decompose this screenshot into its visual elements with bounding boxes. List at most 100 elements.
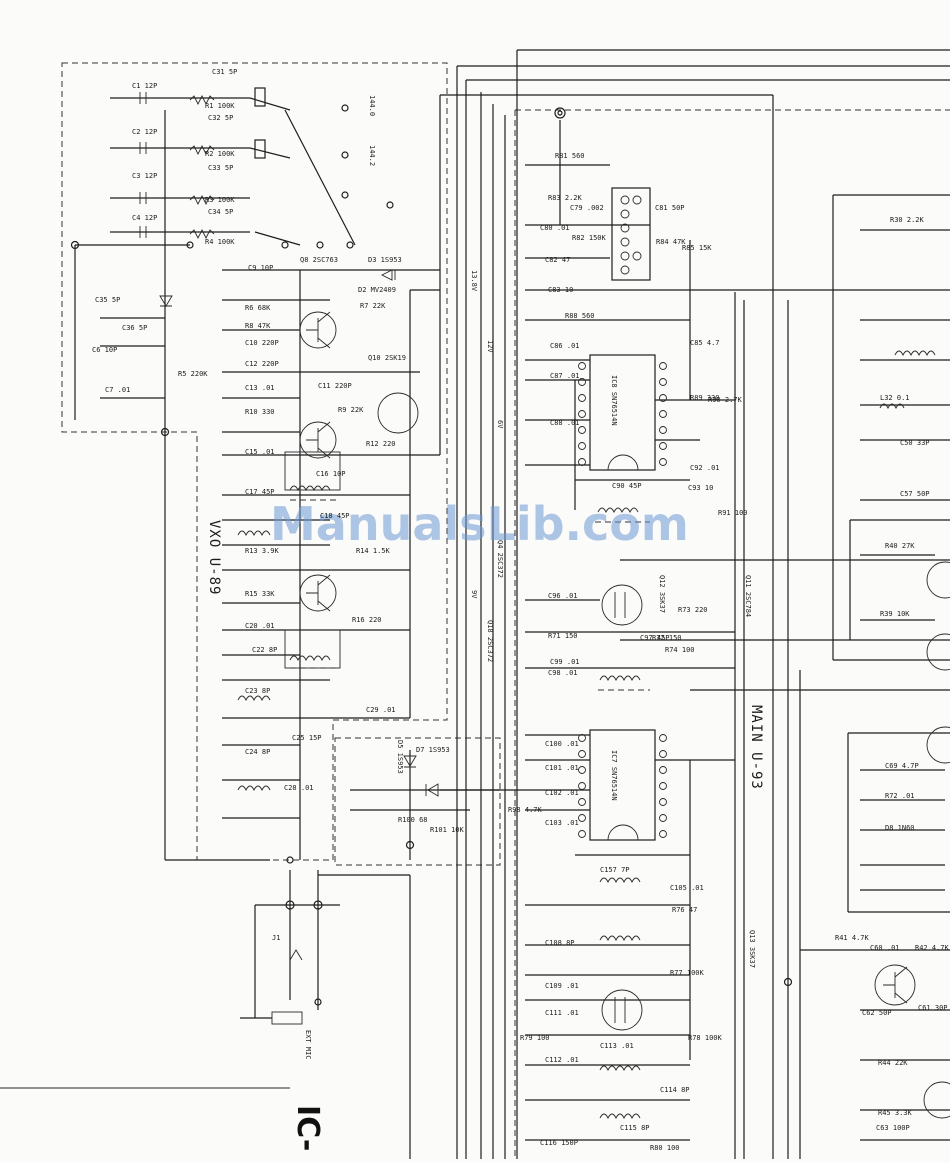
component-label: R14 1.5K (356, 547, 391, 555)
component-label: C90 45P (612, 482, 642, 490)
component-label: R74 100 (665, 646, 695, 654)
component-label: R7 22K (360, 302, 386, 310)
block-title-vxo: VXO U-89 (206, 520, 222, 595)
component-label: R88 560 (565, 312, 595, 320)
q12-stage (525, 559, 950, 691)
component-label: C82 47 (545, 256, 570, 264)
right-stages (800, 229, 950, 1141)
component-label: R98 4.7K (508, 806, 543, 814)
component-label: C12 220P (245, 360, 279, 368)
component-label: C116 150P (540, 1139, 578, 1147)
component-label: C112 .01 (545, 1056, 579, 1064)
component-label: C22 8P (252, 646, 277, 654)
component-label: R13 3.9K (245, 547, 280, 555)
component-label: C50 33P (900, 439, 930, 447)
component-label: C33 5P (208, 164, 233, 172)
component-label: R71 150 (548, 632, 578, 640)
component-label: C3 12P (132, 172, 157, 180)
component-label: R80 100 (650, 1144, 680, 1152)
component-label: C61 30P (918, 1004, 948, 1012)
transistor-label-2: Q10 2SK19 (368, 354, 406, 362)
component-label: R78 100K (688, 1034, 723, 1042)
left-wiring (70, 110, 270, 861)
component-label: C86 .01 (550, 342, 580, 350)
jack-label-j1: J1 (272, 934, 280, 942)
component-label: R91 100 (718, 509, 748, 517)
component-label: C101 .01 (545, 764, 579, 772)
component-label: C4 12P (132, 214, 157, 222)
vxo-stage-wiring (159, 269, 440, 860)
component-label: C18 45P (320, 512, 350, 520)
component-label: R39 10K (880, 610, 910, 618)
component-label: C17 45P (245, 488, 275, 496)
component-label: R84 47K (656, 238, 686, 246)
component-label: C69 4.7P (885, 762, 919, 770)
component-label: R72 150 (652, 634, 682, 642)
component-label: C13 .01 (245, 384, 275, 392)
diode-label-2: D2 MV2409 (358, 286, 396, 294)
component-label: C88 .01 (550, 419, 580, 427)
component-label: C102 .01 (545, 789, 579, 797)
component-label: R10 330 (245, 408, 275, 416)
component-label: C92 .01 (690, 464, 720, 472)
component-label: C111 .01 (545, 1009, 579, 1017)
ic7-block (440, 729, 735, 1060)
component-label: R79 100 (520, 1034, 550, 1042)
diode-label-3: D3 1S953 (368, 256, 402, 264)
ic8-label: IC8 SN76514N (610, 375, 618, 426)
component-label: C157 7P (600, 866, 630, 874)
component-label: L32 0.1 (880, 394, 910, 402)
watermark: ManualsLib.com (270, 497, 689, 551)
transistor-label-7: Q4 2SC372 (496, 540, 504, 578)
vxo-block-outline (61, 62, 448, 861)
component-label: C103 .01 (545, 819, 579, 827)
main-lower-section (525, 877, 793, 1141)
component-label: C109 .01 (545, 982, 579, 990)
component-label: C60 .01 (870, 944, 900, 952)
rail-label-4: 6V (496, 420, 504, 429)
ext-mic-jack (240, 856, 411, 1159)
component-label: R15 33K (245, 590, 275, 598)
component-label: R2 100K (205, 150, 235, 158)
component-label: R42 4.7K (915, 944, 950, 952)
component-label: C79 .002 (570, 204, 604, 212)
component-label: C2 12P (132, 128, 157, 136)
main-top-section (525, 107, 950, 400)
rail-label-1: 13.8V (470, 270, 478, 292)
component-label: C80 .01 (540, 224, 570, 232)
component-label: C93 10 (688, 484, 713, 492)
component-label: R100 68 (398, 816, 428, 824)
transistor-label-3: Q11 2SC784 (744, 575, 752, 617)
transistor-label-4: Q12 3SK37 (658, 575, 666, 613)
component-label: C9 10P (248, 264, 273, 272)
component-label: C36 5P (122, 324, 147, 332)
component-label: R90 2.7K (708, 396, 743, 404)
component-label: R6 68K (245, 304, 271, 312)
component-label: C32 5P (208, 114, 233, 122)
component-label: C11 220P (318, 382, 352, 390)
transistor-label-1: Q8 2SC763 (300, 256, 338, 264)
component-label: C1 12P (132, 82, 157, 90)
component-label: C16 10P (316, 470, 346, 478)
component-label: R8 47K (245, 322, 271, 330)
component-label: R77 100K (670, 969, 705, 977)
component-label: C99 .01 (550, 658, 580, 666)
diode-label-1: D7 1S953 (416, 746, 450, 754)
component-label: C115 8P (620, 1124, 650, 1132)
component-label: R85 15K (682, 244, 712, 252)
component-label: C81 50P (655, 204, 685, 212)
rail-label-2: 9V (470, 590, 478, 599)
component-label: C62 50P (862, 1009, 892, 1017)
component-label: R45 3.3K (878, 1109, 913, 1117)
component-label: R44 22K (878, 1059, 908, 1067)
component-label: R1 100K (205, 102, 235, 110)
diode-block-outline (334, 737, 501, 866)
component-label: C35 5P (95, 296, 120, 304)
block-title-main: MAIN U-93 (748, 705, 764, 790)
component-label: R73 220 (678, 606, 708, 614)
crystal-freq-1: 144.0 (368, 95, 376, 116)
